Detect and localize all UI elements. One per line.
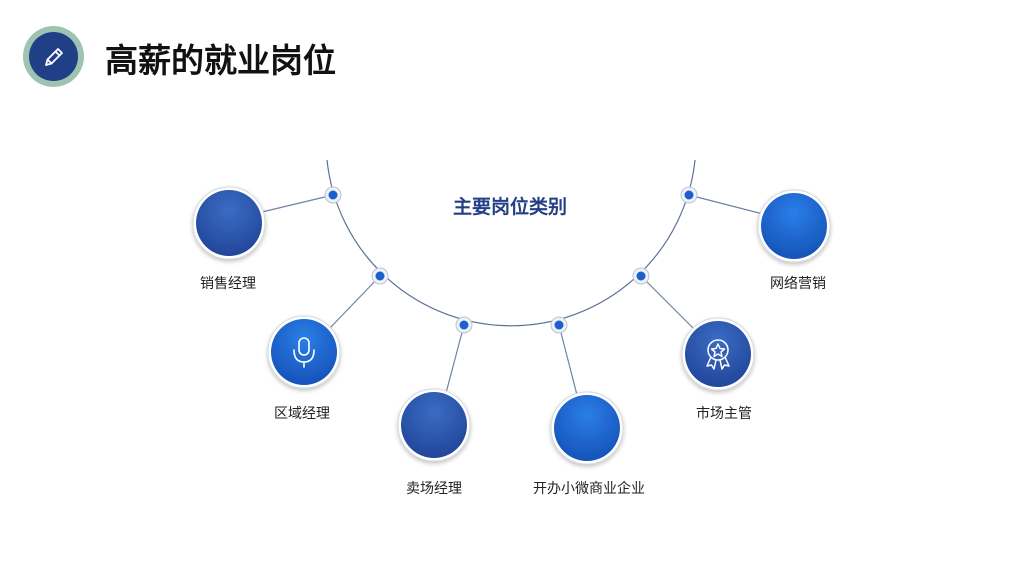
position-circle-online-marketing — [757, 189, 831, 263]
pencil-icon — [44, 47, 63, 66]
connector-line — [261, 194, 334, 213]
position-label-regional-manager: 区域经理 — [274, 406, 330, 422]
logo-badge — [23, 26, 84, 87]
position-label-sales-manager: 销售经理 — [200, 276, 256, 292]
page-title: 高薪的就业岗位 — [105, 41, 336, 80]
diagram-center-title: 主要岗位类别 — [452, 196, 567, 218]
arc-node-dot — [455, 316, 473, 334]
position-label-online-marketing: 网络营销 — [770, 276, 826, 292]
arc-node-dot — [324, 186, 342, 204]
connector-line — [688, 194, 764, 215]
connector-line — [445, 324, 465, 394]
connector-line — [640, 275, 696, 331]
arc-connector — [326, 159, 696, 327]
logo-badge-inner — [29, 32, 78, 81]
connector-line — [327, 275, 381, 331]
position-circle-store-manager — [397, 388, 471, 462]
position-circle-small-business — [550, 391, 624, 465]
position-circle-sales-manager — [192, 186, 266, 260]
arc-node-dot — [632, 267, 650, 285]
position-label-store-manager: 卖场经理 — [406, 481, 462, 497]
arc-node-dot — [550, 316, 568, 334]
position-label-marketing-supervisor: 市场主管 — [696, 406, 752, 422]
award-badge-icon — [706, 339, 730, 370]
arc-node-dot — [371, 267, 389, 285]
position-label-small-business: 开办小微商业企业 — [533, 481, 645, 497]
position-circle-regional-manager — [267, 315, 341, 389]
microphone-icon — [293, 337, 315, 368]
arc-node-dot — [680, 186, 698, 204]
connector-line — [558, 324, 578, 396]
